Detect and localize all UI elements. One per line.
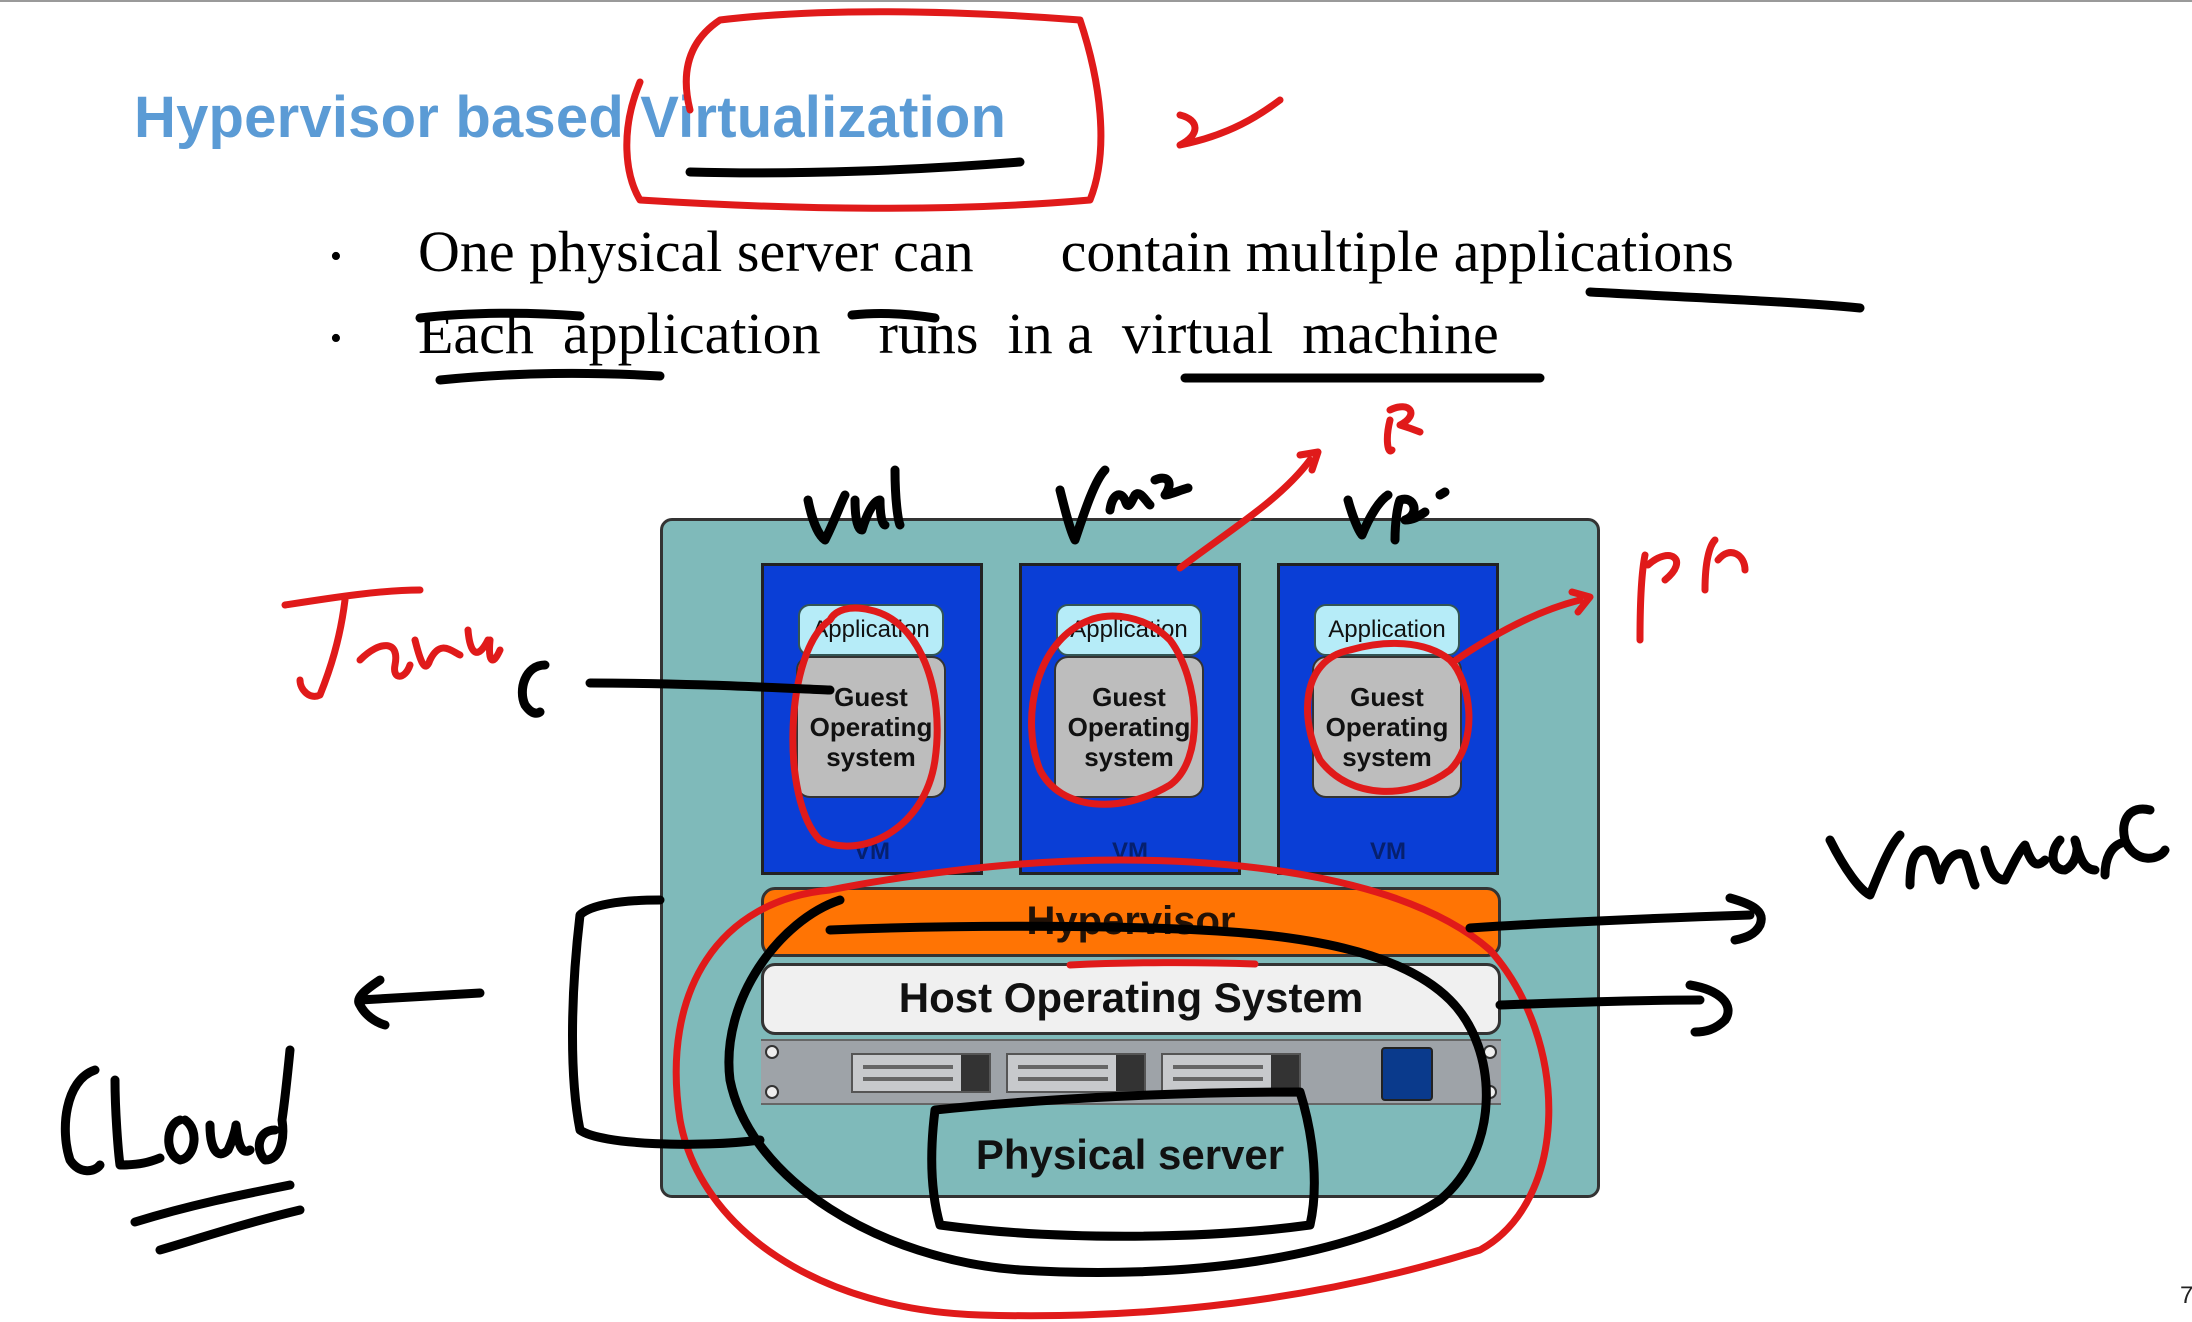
guest-os-box: Guest Operating system — [1312, 656, 1462, 798]
arrow-to-cloud — [354, 975, 485, 1030]
vm-box: Application Guest Operating system VM — [1277, 563, 1499, 875]
bullet-text: Each application runs in a virtual machi… — [418, 301, 1499, 366]
rivet-icon — [765, 1045, 779, 1059]
bullet-item: • One physical server can contain multip… — [330, 218, 1734, 300]
guest-os-box: Guest Operating system — [1054, 656, 1204, 798]
drive-bay-icon — [1006, 1053, 1146, 1093]
top-divider-line — [0, 0, 2192, 2]
vm-label: VM — [854, 838, 890, 865]
rivet-icon — [1483, 1085, 1497, 1099]
bullet-item: • Each application runs in a virtual mac… — [330, 300, 1734, 382]
server-rack-icon — [761, 1039, 1501, 1105]
handwritten-word — [281, 586, 504, 700]
virtualization-diagram: Application Guest Operating system VM Ap… — [660, 518, 1600, 1198]
application-box: Application — [798, 604, 944, 656]
handwritten-word-cloud — [60, 1045, 295, 1176]
title-underline — [685, 157, 1025, 178]
hypervisor-layer: Hypervisor — [761, 887, 1501, 957]
vm-box: Application Guest Operating system VM — [761, 563, 983, 875]
handwritten-c — [517, 660, 550, 718]
handwritten-word-vmware — [1825, 804, 2170, 900]
bullet-text: One physical server can contain multiple… — [418, 219, 1734, 284]
page-number: 7 — [2180, 1282, 2192, 1309]
guest-os-box: Guest Operating system — [796, 656, 946, 798]
bullet-dot-icon: • — [330, 238, 342, 275]
cloud-underline — [130, 1180, 305, 1255]
slide-title: Hypervisor based Virtualization — [134, 85, 1007, 150]
rivet-icon — [1483, 1045, 1497, 1059]
rivet-icon — [765, 1085, 779, 1099]
application-box: Application — [1314, 604, 1460, 656]
handwritten-word — [1636, 536, 1749, 644]
check-mark — [1176, 96, 1284, 149]
vm-label: VM — [1370, 838, 1406, 865]
host-os-layer: Host Operating System — [761, 963, 1501, 1035]
drive-bay-icon — [851, 1053, 991, 1093]
physical-server-label: Physical server — [975, 1131, 1285, 1178]
power-indicator-icon — [1381, 1047, 1433, 1101]
vm-label: VM — [1112, 838, 1148, 865]
bullet-dot-icon: • — [330, 320, 342, 357]
bullet-list: • One physical server can contain multip… — [330, 218, 1734, 382]
drive-bay-icon — [1161, 1053, 1301, 1093]
r-mark — [1383, 403, 1424, 455]
vm-box: Application Guest Operating system VM — [1019, 563, 1241, 875]
application-box: Application — [1056, 604, 1202, 656]
